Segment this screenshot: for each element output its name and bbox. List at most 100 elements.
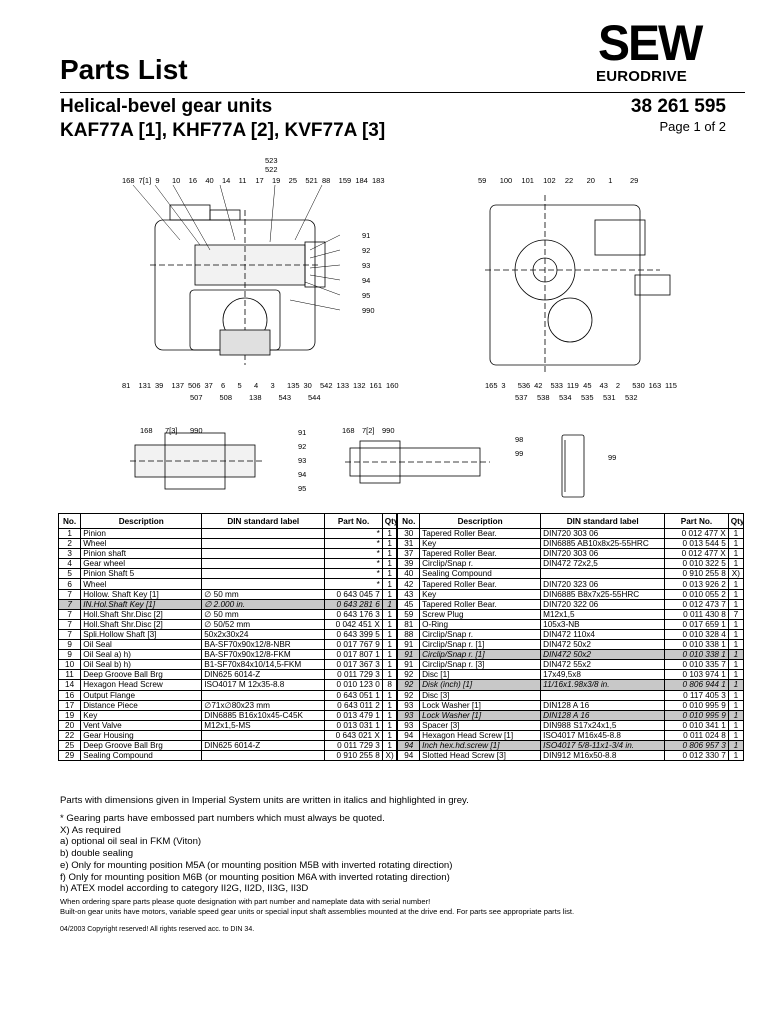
svg-text:522: 522 <box>265 165 278 174</box>
table-cell: ∅ 50 mm <box>201 588 326 600</box>
table-cell: DIN625 6014-Z <box>201 739 326 752</box>
callout-number: 508 <box>220 393 233 402</box>
table-cell: ∅ 50 mm <box>201 608 326 620</box>
callout-number: 135 <box>287 381 300 390</box>
table-cell: 1 <box>381 588 398 600</box>
table-cell: DIN472 110x4 <box>540 628 666 641</box>
table-cell <box>540 568 666 580</box>
table-cell: 1 <box>727 538 745 550</box>
table-cell: 1 <box>381 649 398 661</box>
table-cell: 1 <box>381 659 398 671</box>
callout-number: 536 <box>518 381 531 390</box>
table-cell: 37 <box>396 548 421 560</box>
table-cell: 45 <box>396 598 421 610</box>
table-cell: 91 <box>396 659 421 671</box>
table-cell <box>201 527 326 540</box>
table-cell: 1 <box>381 598 398 610</box>
table-cell: 7 <box>727 608 745 620</box>
footnote: a) optional oil seal in FKM (Viton) <box>60 836 202 848</box>
table-cell: Lock Washer [1] <box>419 709 542 721</box>
footnote: * Gearing parts have embossed part numbe… <box>60 813 385 824</box>
table-cell: ISO4017 M16x45-8.8 <box>540 729 666 741</box>
callout-stack-top: 523 <box>265 156 278 165</box>
table-cell: 1 <box>727 750 745 762</box>
table-cell: Pinion <box>80 527 203 540</box>
table-cell: 43 <box>396 588 421 600</box>
callout-number: 42 <box>534 381 542 390</box>
table-cell: DIN720 323 06 <box>540 578 666 590</box>
callout-number: 530 <box>632 381 645 390</box>
table-cell: Inch hex.hd.screw [1] <box>419 739 542 752</box>
table-cell: 88 <box>396 628 421 641</box>
footnotes-list: * Gearing parts have embossed part numbe… <box>60 813 452 895</box>
callout-number: 20 <box>587 176 595 185</box>
callout-number: 544 <box>308 393 321 402</box>
table-cell <box>201 750 326 762</box>
table-cell: Key <box>419 538 542 550</box>
callout-number: 990 <box>362 306 375 315</box>
table-cell: M12x1,5-MS <box>201 719 326 731</box>
table-cell: 1 <box>727 739 745 752</box>
table-cell: 1 <box>381 628 398 641</box>
table-cell: Circlip/Snap r. [3] <box>419 659 542 671</box>
table-cell: 0 011 024 8 <box>664 729 729 741</box>
table-cell: Key <box>80 709 203 721</box>
table-cell: 1 <box>381 689 398 701</box>
table-cell: Circlip/Snap r. <box>419 628 542 641</box>
table-cell: Wheel <box>80 538 203 550</box>
table-cell: Oil Seal <box>80 639 203 651</box>
table-cell: 1 <box>381 578 398 590</box>
table-cell: 9 <box>57 639 82 651</box>
table-cell: Circlip/Snap r. [1] <box>419 639 542 651</box>
table-cell: 1 <box>727 598 745 610</box>
table-cell: 31 <box>396 538 421 550</box>
table-cell: 1 <box>727 689 745 701</box>
table-cell: IN.Hol.Shaft Key [1] <box>80 598 203 610</box>
table-cell: 1 <box>381 548 398 560</box>
table-cell: 14 <box>57 679 82 691</box>
callout-number: 506 <box>188 381 201 390</box>
table-cell: Circlip/Snap r. [1] <box>419 649 542 661</box>
table-cell: DIN6885 B16x10x45-C45K <box>201 709 326 721</box>
table-cell: 93 <box>396 719 421 731</box>
callout-number: 102 <box>543 176 556 185</box>
callout-number: 94 <box>298 470 306 479</box>
table-cell <box>201 548 326 560</box>
table-cell: 1 <box>727 628 745 641</box>
table-cell: 0 011 430 8 <box>664 608 729 620</box>
table-cell: Spacer [3] <box>419 719 542 731</box>
table-cell: 1 <box>727 669 745 681</box>
table-cell: 6 <box>57 578 82 590</box>
column-header: No. <box>57 513 82 529</box>
table-cell: 93 <box>396 709 421 721</box>
table-cell: 1 <box>381 538 398 550</box>
table-cell: 20 <box>57 719 82 731</box>
table-cell: Deep Groove Ball Brg <box>80 669 203 681</box>
table-cell: 0 010 341 1 <box>664 719 729 731</box>
logo-eurodrive-text: EURODRIVE <box>596 68 687 85</box>
callout-number: 168 <box>342 426 355 435</box>
callout-number: 531 <box>603 393 616 402</box>
table-cell <box>540 689 666 701</box>
callout-number: 95 <box>298 484 306 493</box>
table-cell: 1 <box>727 659 745 671</box>
gear-unit-front-view <box>485 195 671 375</box>
callout-number: 521 <box>305 176 318 185</box>
table-cell: 94 <box>396 739 421 752</box>
callout-number: 22 <box>565 176 573 185</box>
gear-unit-side-view <box>150 204 326 365</box>
document-part-number: 38 261 595 <box>630 96 726 117</box>
